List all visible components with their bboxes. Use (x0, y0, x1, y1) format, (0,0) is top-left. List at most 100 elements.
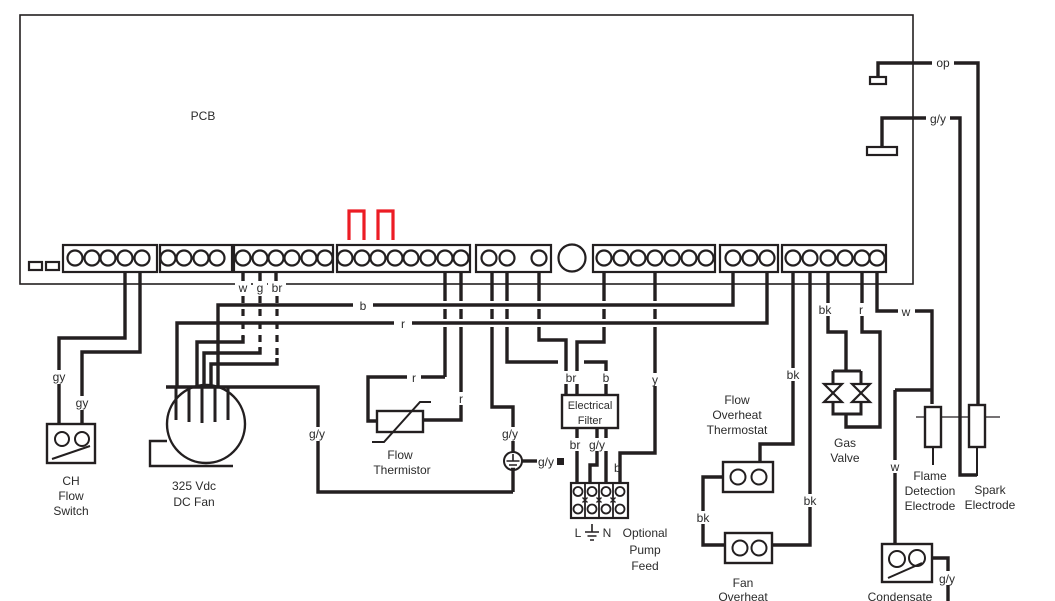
ch-flow-switch (45, 422, 97, 465)
label-bk-3: bk (800, 494, 819, 508)
wire-b-filter (505, 258, 608, 395)
caption-ch-3: Switch (53, 504, 88, 518)
caption-pump-3: Feed (631, 559, 658, 573)
pcb-outline (19, 14, 914, 285)
label-b-filter: b (599, 371, 613, 385)
earth-glyph (585, 524, 599, 541)
wire-r-bus (175, 258, 769, 387)
wire-w-stair (195, 336, 245, 387)
label-g-1: g (253, 281, 267, 295)
caption-mains-n: N (603, 526, 612, 540)
earth-symbol (503, 451, 523, 471)
terminal-screws (66, 249, 886, 267)
svg-text:br: br (566, 371, 577, 385)
svg-text:w: w (238, 281, 248, 295)
svg-text:b: b (603, 371, 610, 385)
spade-terminal-gy (865, 116, 977, 477)
svg-text:op: op (936, 56, 950, 70)
caption-flow-oh-2: Overheat (712, 408, 762, 422)
label-gy-top: g/y (926, 111, 950, 126)
svg-text:w: w (901, 305, 911, 319)
caption-fan-oh-1: Fan (733, 576, 754, 590)
svg-text:g/y: g/y (309, 427, 325, 441)
wire-bk-fan-overheat (773, 258, 812, 547)
caption-pump-1: Optional (623, 526, 668, 540)
label-op: op (932, 56, 954, 70)
pcb-label: PCB (191, 109, 216, 123)
label-gy-fan: g/y (306, 427, 329, 441)
caption-thermistor-2: Thermistor (373, 463, 430, 477)
wire-r-thermistor-left (366, 258, 447, 423)
wire-y (618, 258, 657, 483)
label-r-th-left: r (407, 371, 421, 385)
caption-flame-1: Flame (913, 469, 947, 483)
svg-text:r: r (401, 317, 405, 331)
flow-thermistor (372, 401, 431, 443)
wire-r-gas-valve (844, 258, 882, 429)
svg-text:bk: bk (787, 368, 801, 382)
wire-gy-mains (588, 428, 599, 483)
caption-flow-oh-1: Flow (724, 393, 750, 407)
caption-mains-l: L (575, 526, 582, 540)
svg-text:g/y: g/y (502, 427, 518, 441)
caption-condensate: Condensate (868, 590, 933, 601)
fan-overheat-thermostat (723, 531, 774, 565)
svg-text:g/y: g/y (939, 572, 955, 586)
grommet-circle (557, 243, 587, 273)
label-r-bus: r (395, 317, 410, 331)
svg-text:bk: bk (804, 494, 818, 508)
caption-fan-1: 325 Vdc (172, 479, 216, 493)
caption-thermistor-1: Flow (387, 448, 413, 462)
svg-text:g/y: g/y (930, 112, 946, 126)
caption-spark-1: Spark (974, 483, 1006, 497)
caption-ch-2: Flow (58, 489, 84, 503)
caption-gas-valve-1: Gas (834, 436, 856, 450)
label-w-1: w (235, 281, 251, 295)
label-w-flame: w (898, 305, 915, 319)
svg-text:gy: gy (76, 396, 89, 410)
label-gy-cond: g/y (935, 571, 958, 586)
mains-terminal-block (569, 481, 630, 541)
wire-w-flame (875, 258, 934, 404)
svg-text:b: b (360, 299, 367, 313)
label-br-1: br (268, 281, 286, 295)
component-captions: CH Flow Switch 325 Vdc DC Fan Flow Therm… (53, 393, 1015, 601)
wire-labels: gy gy w g br b r g/y r r g/y g/y br b y … (50, 56, 958, 586)
dc-fan (148, 383, 247, 468)
svg-text:g/y: g/y (589, 438, 605, 452)
label-br-mains: br (566, 438, 585, 452)
label-br-filter: br (561, 371, 581, 385)
label-b-mains: b (614, 461, 621, 475)
wire-b-bus (216, 258, 735, 387)
gy-stub-end (557, 458, 564, 465)
jumper-link-2 (376, 209, 395, 240)
pcb-pad-1 (27, 260, 44, 272)
label-bk-1: bk (784, 368, 803, 382)
label-gy-1: gy (50, 370, 69, 384)
condensate-switch (880, 542, 934, 584)
caption-flame-3: Electrode (905, 499, 956, 513)
electrical-filter (560, 393, 620, 430)
terminal-strips (61, 243, 888, 274)
wire-g-stair (202, 347, 262, 387)
label-gy-earth: g/y (499, 427, 522, 441)
gas-valve (821, 365, 873, 420)
caption-ch-1: CH (62, 474, 79, 488)
label-y: y (648, 373, 662, 387)
flow-overheat-thermostat (721, 460, 775, 494)
svg-text:y: y (652, 373, 658, 387)
wire-bk-flow-overheat (758, 258, 795, 470)
caption-spark-2: Electrode (965, 498, 1016, 512)
svg-text:r: r (459, 392, 463, 406)
flame-detection-electrode (916, 405, 1000, 465)
caption-gas-valve-2: Valve (830, 451, 859, 465)
wire-gy-2 (80, 258, 142, 424)
svg-text:gy: gy (53, 370, 66, 384)
label-b-bus: b (355, 299, 371, 313)
caption-pump-2: Pump (629, 543, 661, 557)
svg-text:bk: bk (819, 303, 833, 317)
fan-wire-ticks (174, 387, 230, 423)
svg-text:b: b (614, 461, 621, 475)
